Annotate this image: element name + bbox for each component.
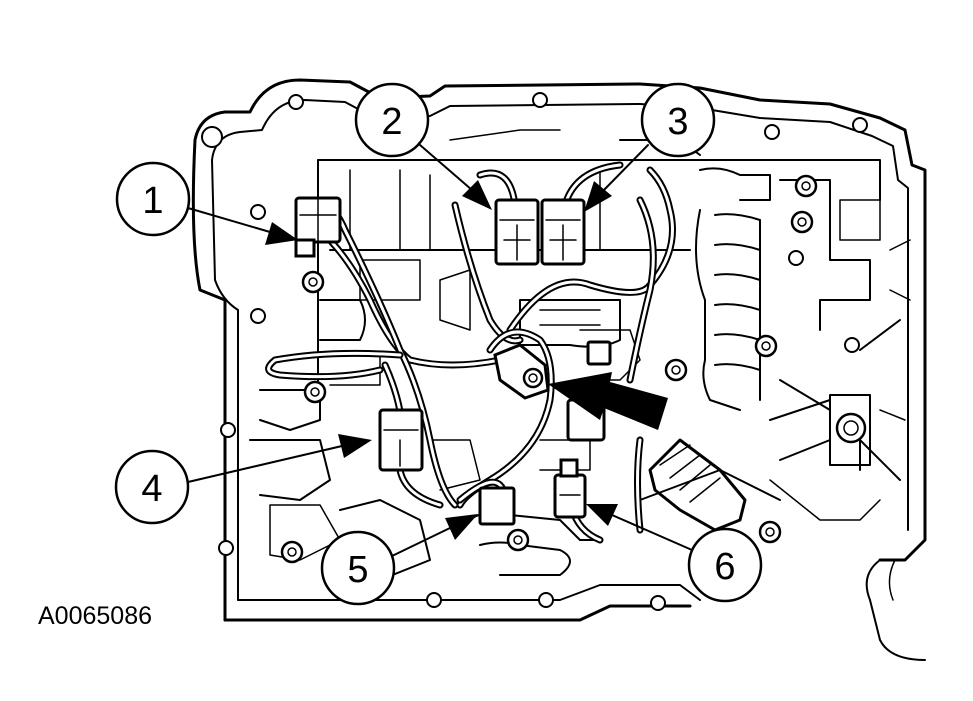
callout-6: 6: [687, 527, 763, 603]
callout-6-label: 6: [714, 546, 735, 588]
callout-3-label: 3: [667, 101, 688, 143]
connector-1: [294, 196, 342, 258]
connector-3: [540, 198, 586, 266]
callout-1: 1: [115, 161, 191, 237]
connector-6: [553, 458, 587, 519]
large-bolt-pointer-arrow: [548, 372, 668, 430]
callout-2: 2: [354, 82, 430, 158]
gasket-bolt-holes: [201, 92, 868, 611]
callout-4: 4: [114, 449, 190, 525]
case-outline: [191, 78, 927, 661]
callout-4-label: 4: [141, 468, 162, 510]
connector-2: [494, 198, 540, 266]
leader-arrows: [187, 144, 693, 557]
callout-3: 3: [640, 82, 716, 158]
callout-5-label: 5: [347, 549, 368, 591]
callout-5: 5: [320, 530, 396, 606]
callout-2-label: 2: [381, 101, 402, 143]
wiring-harness: [265, 161, 676, 544]
callout-1-label: 1: [142, 180, 163, 222]
connector-5: [478, 486, 516, 526]
harness-bracket: [493, 343, 550, 400]
figure-id: A0065086: [38, 602, 152, 630]
speed-sensor: [648, 438, 747, 532]
valve-body-bolts: [280, 174, 867, 564]
connector-4: [378, 408, 424, 472]
